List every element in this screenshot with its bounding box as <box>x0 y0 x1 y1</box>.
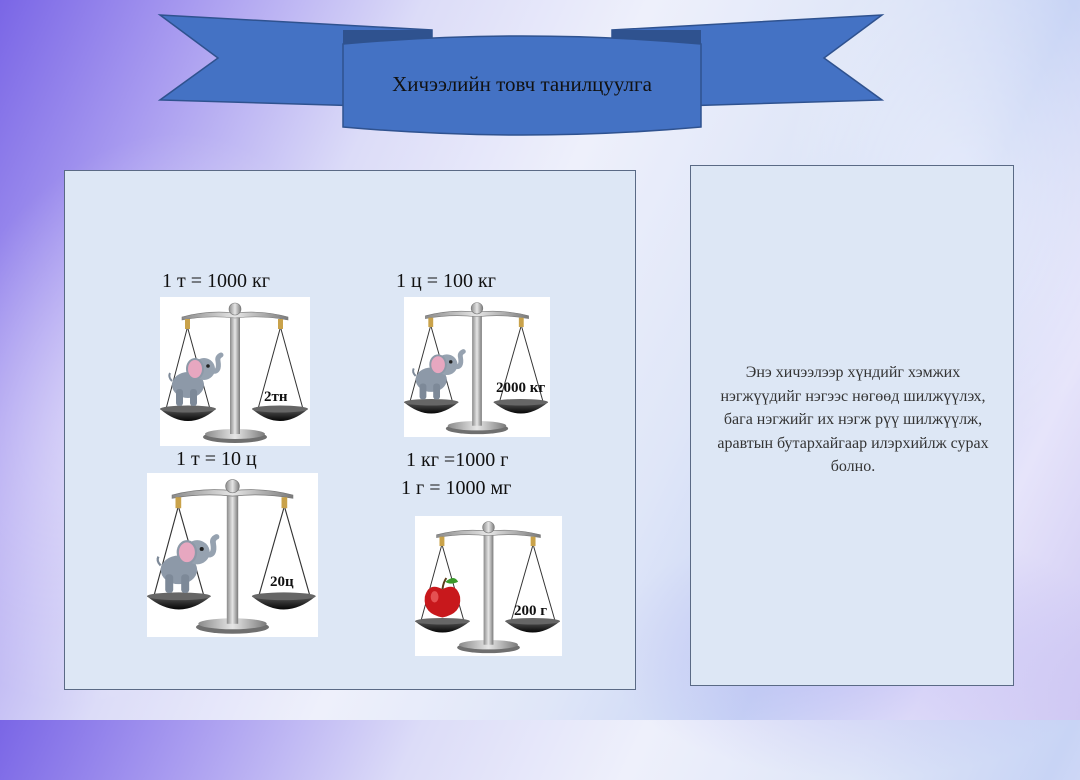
formula-centner-kg: 1 ц = 100 кг <box>396 270 496 292</box>
scale-2-right-label: 2000 кг <box>496 380 546 396</box>
apple-icon <box>424 577 461 618</box>
elephant-icon <box>168 352 224 406</box>
balance-scale-3 <box>147 473 318 637</box>
balance-scale-4 <box>415 516 562 656</box>
formula-ton-centner: 1 т = 10 ц <box>176 448 257 470</box>
elephant-icon <box>412 349 466 400</box>
lesson-description: Энэ хичээлээр хүндийг хэмжих нэгжүүдийг … <box>717 364 989 475</box>
page-title: Хичээлийн товч танилцуулга <box>392 72 652 96</box>
balance-scale-2 <box>404 297 550 437</box>
formula-g-mg: 1 г = 1000 мг <box>401 477 512 499</box>
title-ribbon-banner <box>157 14 885 136</box>
scale-1-right-label: 2тн <box>264 389 288 405</box>
balance-scale-icon <box>415 521 561 654</box>
elephant-icon <box>156 534 220 593</box>
description-panel: Энэ хичээлээр хүндийг хэмжих нэгжүүдийг … <box>690 165 1014 686</box>
scale-3-right-label: 20ц <box>270 574 294 590</box>
balance-scale-1 <box>160 297 310 446</box>
balance-scale-icon <box>404 302 549 435</box>
formula-ton-kg: 1 т = 1000 кг <box>162 270 270 292</box>
scale-4-right-label: 200 г <box>514 603 548 619</box>
formula-kg-g: 1 кг =1000 г <box>406 449 509 471</box>
balance-scale-icon <box>160 302 308 443</box>
balance-scale-icon <box>147 479 316 634</box>
